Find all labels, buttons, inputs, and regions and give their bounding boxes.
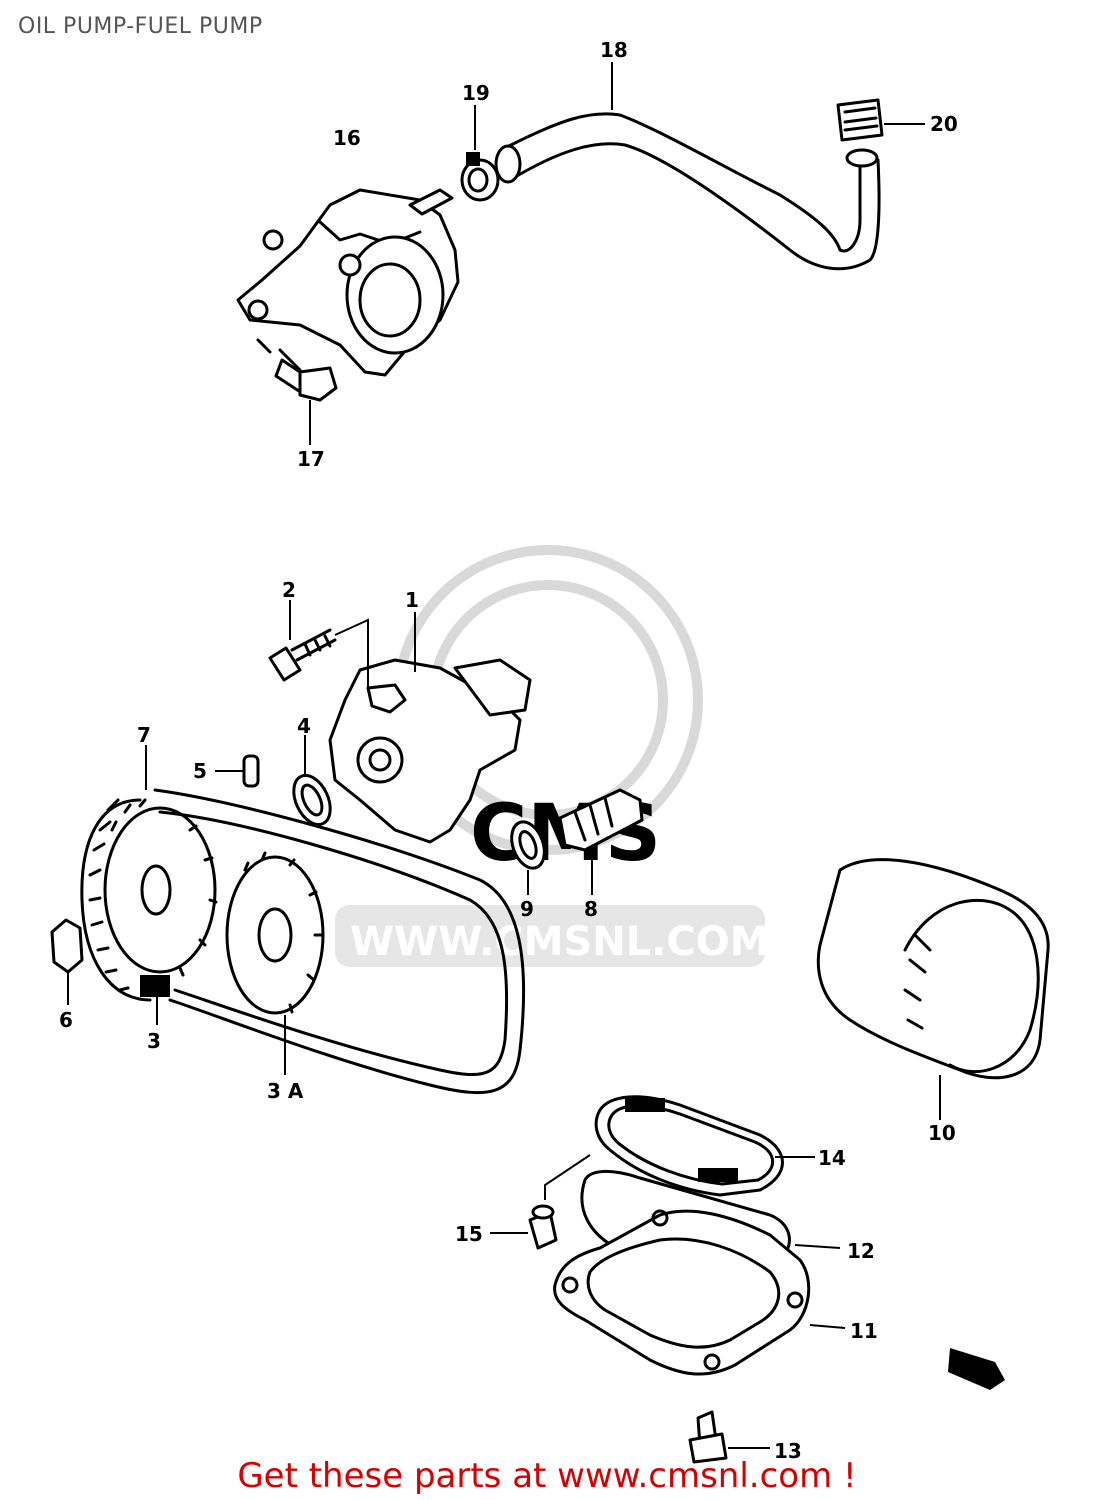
part-13-bolt — [688, 1410, 770, 1464]
part-chain — [80, 788, 526, 1095]
callout-7: 7 — [137, 723, 151, 747]
callout-14: 14 — [818, 1146, 846, 1170]
callout-9: 9 — [520, 897, 534, 921]
part-9-oring — [510, 820, 546, 895]
part-16-fuel-pump — [236, 188, 460, 377]
page-title: OIL PUMP-FUEL PUMP — [18, 14, 263, 39]
callout-20: 20 — [930, 112, 958, 136]
part-6-nut — [50, 918, 84, 1005]
callout-6: 6 — [59, 1008, 73, 1032]
callout-11: 11 — [850, 1319, 878, 1343]
part-15-bolt — [490, 1154, 591, 1250]
part-4-oring — [292, 735, 332, 827]
part-20-clamp — [836, 98, 925, 142]
callout-3a: 3 A — [267, 1079, 304, 1103]
callout-10: 10 — [928, 1121, 956, 1145]
footer-link-text[interactable]: Get these parts at www.cmsnl.com ! — [237, 1456, 857, 1496]
callout-17: 17 — [297, 447, 325, 471]
part-10-oil-filter — [816, 858, 1050, 1120]
part-2-bolt — [268, 600, 369, 690]
part-19-clamp — [460, 105, 500, 202]
callout-18: 18 — [600, 38, 628, 62]
part-17-bolt — [256, 338, 338, 445]
part-3-spacer — [140, 975, 170, 1025]
callout-2: 2 — [282, 578, 296, 602]
part-18-hose — [494, 62, 881, 271]
part-3a-driven-sprocket — [225, 851, 325, 1075]
watermark-url-band — [335, 905, 765, 967]
callout-16: 16 — [333, 126, 361, 150]
callout-1: 1 — [405, 588, 419, 612]
callout-3: 3 — [147, 1029, 161, 1053]
part-1-oil-pump — [328, 612, 532, 844]
callout-19: 19 — [462, 81, 490, 105]
part-11-cover — [553, 1209, 846, 1376]
part-8-fitting — [558, 788, 644, 895]
callout-labels: 1 2 3 3 A 4 5 6 7 8 9 10 11 12 13 14 15 … — [59, 38, 958, 1463]
callout-15: 15 — [455, 1222, 483, 1246]
callout-5: 5 — [193, 759, 207, 783]
front-arrow-icon — [948, 1348, 1005, 1390]
callout-4: 4 — [297, 714, 311, 738]
part-7-drive-sprocket — [103, 745, 218, 977]
part-5-pin — [215, 754, 260, 788]
callout-12: 12 — [847, 1239, 875, 1263]
part-14-gasket — [594, 1095, 815, 1197]
watermark-url: WWW.CMSNL.COM — [350, 919, 770, 965]
callout-13: 13 — [774, 1439, 802, 1463]
callout-8: 8 — [584, 897, 598, 921]
